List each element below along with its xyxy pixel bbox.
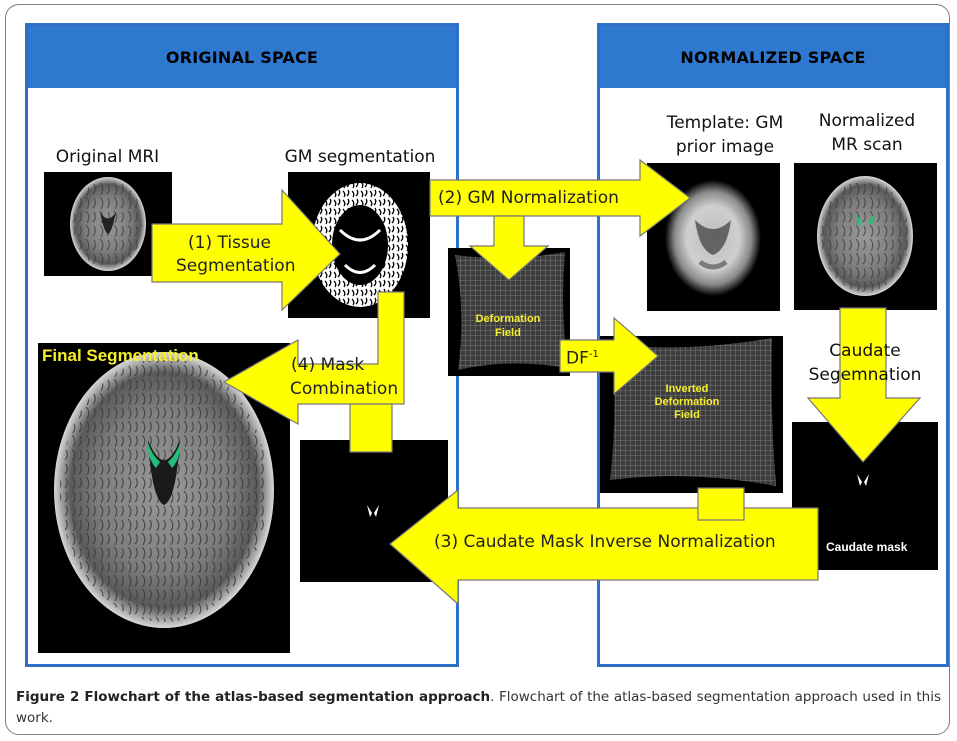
inverted-field-label-line3: Field <box>674 409 700 421</box>
deformation-field-label-line2: Field <box>495 327 521 339</box>
mask-combination-text-line2: Combination <box>290 379 399 399</box>
figure-frame <box>5 4 950 735</box>
caption-title: Figure 2 Flowchart of the atlas-based se… <box>16 689 491 705</box>
inverted-field-label-line1: Inverted <box>665 383 709 395</box>
tissue-segmentation-text-line2: Segmentation <box>176 256 296 276</box>
gm-normalization-text: (2) GM Normalization <box>438 188 619 208</box>
caudate-segmentation-label-line1: Caudate <box>829 341 901 361</box>
caption-text: . Flowchart of the atlas-based segmentat… <box>16 689 941 726</box>
normalized-mr-label-line2: MR scan <box>831 135 903 155</box>
deformation-field-label-line1: Deformation <box>475 313 541 325</box>
df-inverse-exponent: -1 <box>588 349 599 360</box>
caudate-segmentation-label-line2: Segemnation <box>808 365 922 385</box>
caudate-mask-marks <box>857 474 869 486</box>
final-segmentation-brain <box>54 352 274 628</box>
original-mri-brain <box>70 177 146 271</box>
gm-normalization-arrow <box>429 158 691 238</box>
template-prior-brain <box>665 180 761 296</box>
mask-combination-text-line1: (4) Mask <box>291 355 365 375</box>
mask-combination-arrow <box>222 291 405 426</box>
inverted-deformation-grid <box>610 338 776 486</box>
tissue-segmentation-arrow <box>151 188 341 312</box>
tissue-segmentation-text-line1: (1) Tissue <box>188 233 272 253</box>
gm-segmentation-brain <box>312 183 408 307</box>
to-deformation-arrow <box>468 215 550 281</box>
flow-arrows <box>151 158 922 606</box>
caudate-mask-label: Caudate mask <box>826 540 908 554</box>
normalized-space-title: NORMALIZED SPACE <box>600 26 946 88</box>
figure-caption: Figure 2 Flowchart of the atlas-based se… <box>16 687 941 729</box>
deformation-field-grid <box>455 252 568 370</box>
caudate-segmentation-arrow <box>806 307 922 463</box>
template-label-line1: Template: GM <box>666 113 784 133</box>
df-inverse-arrow <box>559 316 659 396</box>
df-inverse-base: DF <box>566 348 589 369</box>
mask-connector-bar <box>349 403 393 453</box>
df-inverse-text: DF-1 <box>566 344 599 370</box>
final-segmentation-label: Final Segmentation <box>42 346 199 365</box>
normalized-mr-label-line1: Normalized <box>818 111 916 131</box>
inverse-normalization-text: (3) Caudate Mask Inverse Normalization <box>434 532 776 552</box>
inverse-connector-bar <box>697 487 745 521</box>
original-mask-marks <box>367 505 379 517</box>
original-mri-label: Original MRI <box>55 147 160 167</box>
inverted-field-label-line2: Deformation <box>654 396 720 408</box>
gm-segmentation-label: GM segmentation <box>284 147 436 167</box>
original-space-title: ORIGINAL SPACE <box>28 26 456 88</box>
template-label-line2: prior image <box>675 137 775 157</box>
normalized-mr-brain <box>817 176 913 296</box>
